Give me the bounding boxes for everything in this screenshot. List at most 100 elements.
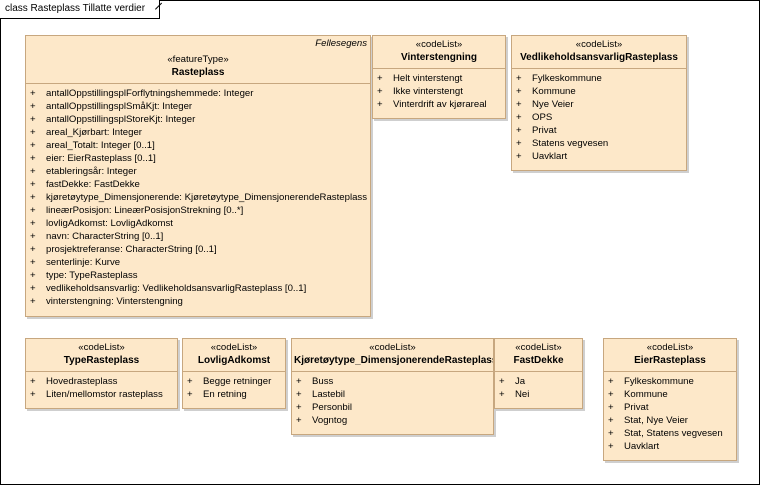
attribute-row: + senterlinje: Kurve: [30, 256, 370, 269]
public-visibility-icon: +: [30, 88, 36, 99]
attribute-row: +kjøretøytype_Dimensjonerende: Kjøretøyt…: [30, 191, 370, 204]
attribute-text: Uavklart: [624, 441, 660, 452]
public-visibility-icon: +: [30, 270, 36, 281]
attribute-text: senterlinje: Kurve: [46, 257, 121, 268]
attribute-text: areal_Kjørbart: Integer: [46, 127, 142, 138]
public-visibility-icon: +: [30, 389, 36, 400]
attribute-text: Stat, Statens vegvesen: [624, 428, 723, 439]
attribute-text: Fylkeskommune: [624, 376, 694, 387]
public-visibility-icon: +: [608, 441, 614, 452]
class-typerasteplass[interactable]: «codeList» TypeRasteplass + Hovedrastepla…: [25, 338, 178, 409]
attribute-row: + lovligAdkomst: LovligAdkomst: [30, 217, 370, 230]
attribute-row: +Fylkeskommune: [516, 72, 686, 85]
attribute-row: +Buss: [296, 375, 493, 388]
stereotype-label: «codeList»: [78, 342, 125, 353]
attribute-row: +Nye Veier: [516, 98, 686, 111]
diagram-title: class Rasteplass Tillatte verdier: [0, 0, 161, 19]
attribute-text: Helt vinterstengt: [393, 73, 463, 84]
attribute-row: +Begge retninger: [187, 375, 285, 388]
public-visibility-icon: +: [30, 257, 36, 268]
attribute-row: + fastDekke: FastDekke: [30, 178, 370, 191]
class-eierrasteplass[interactable]: «codeList» EierRasteplass + Fylkeskommune…: [603, 338, 737, 461]
attribute-row: +Helt vinterstengt: [377, 72, 505, 85]
attribute-text: Privat: [624, 402, 649, 413]
public-visibility-icon: +: [516, 112, 522, 123]
class-header: «codeList» LovligAdkomst: [183, 339, 285, 372]
package-label: Fellesegens: [315, 38, 367, 49]
attribute-row: + Ikke vinterstengt: [377, 85, 505, 98]
attribute-row: +vinterstengning: Vinterstengning: [30, 295, 370, 308]
attribute-list: +Ja+Nei: [495, 372, 582, 401]
attribute-text: Privat: [532, 125, 557, 136]
attribute-row: +etableringsår: Integer: [30, 165, 370, 178]
class-name: VedlikeholdsansvarligRasteplass: [520, 52, 678, 63]
attribute-text: fastDekke: FastDekke: [46, 179, 140, 190]
attribute-text: Personbil: [312, 402, 352, 413]
stereotype-label: «codeList»: [369, 342, 416, 353]
attribute-list: +Helt vinterstengt+Ikke vinterstengt+Vin…: [373, 69, 505, 111]
class-header: «codeList» Kjøretøytype_DimensjonerendeR…: [292, 339, 493, 372]
stereotype-label: «codeList»: [415, 39, 463, 50]
class-header: «codeList» VedlikeholdsansvarligRastepla…: [512, 36, 686, 69]
public-visibility-icon: +: [30, 192, 36, 203]
attribute-row: +Ja: [499, 375, 582, 388]
attribute-text: Buss: [312, 376, 334, 387]
public-visibility-icon: +: [30, 166, 36, 177]
public-visibility-icon: +: [30, 101, 36, 112]
class-name: Kjøretøytype_DimensjonerendeRasteplass: [294, 355, 494, 366]
class-vedlikeholdsansvarlig[interactable]: «codeList» VedlikeholdsansvarligRastepla…: [511, 35, 687, 171]
attribute-text: navn: CharacterString [0..1]: [46, 231, 164, 242]
attribute-text: antallOppstillingsplStoreKjt: Integer: [46, 114, 196, 125]
attribute-row: +type: TypeRasteplass: [30, 269, 370, 282]
class-vinterstengning[interactable]: «codeList» Vinterstengning +Helt vinters…: [372, 35, 506, 119]
public-visibility-icon: +: [608, 428, 614, 439]
class-fastdekke[interactable]: «codeList» FastDekke +Ja+Nei: [494, 338, 583, 409]
attribute-row: +En retning: [187, 388, 285, 401]
attribute-row: + Vinterdrift av kjørareal: [377, 98, 505, 111]
public-visibility-icon: +: [30, 179, 36, 190]
class-lovligadkomst[interactable]: «codeList» LovligAdkomst +Begge retninge…: [182, 338, 286, 409]
attribute-text: lovligAdkomst: LovligAdkomst: [46, 218, 173, 229]
stereotype-label: «codeList»: [646, 342, 694, 353]
public-visibility-icon: +: [608, 389, 614, 400]
attribute-text: lineærPosisjon: LineærPosisjonStrekning …: [46, 205, 244, 216]
public-visibility-icon: +: [516, 125, 522, 136]
public-visibility-icon: +: [30, 127, 36, 138]
class-kjoretoytype[interactable]: «codeList» Kjøretøytype_DimensjonerendeR…: [291, 338, 494, 435]
class-name: TypeRasteplass: [63, 355, 140, 366]
attribute-text: Liten/mellomstor rasteplass: [46, 389, 163, 400]
attribute-row: + Hovedrasteplass: [30, 375, 177, 388]
attribute-text: Hovedrasteplass: [46, 376, 118, 387]
public-visibility-icon: +: [30, 218, 36, 229]
attribute-row: + navn: CharacterString [0..1]: [30, 230, 370, 243]
attribute-row: +eier: EierRasteplass [0..1]: [30, 152, 370, 165]
attribute-text: Vogntog: [312, 415, 348, 426]
class-header: Fellesegens «featureType» Rasteplass: [26, 36, 370, 84]
attribute-text: vinterstengning: Vinterstengning: [46, 296, 183, 307]
attribute-text: Vinterdrift av kjørareal: [393, 99, 487, 110]
attribute-text: Ja: [515, 376, 526, 387]
attribute-text: Ikke vinterstengt: [393, 86, 463, 97]
attribute-row: +areal_Totalt: Integer [0..1]: [30, 139, 370, 152]
class-header: «codeList» FastDekke: [495, 339, 582, 372]
public-visibility-icon: +: [516, 138, 522, 149]
attribute-list: +Fylkeskommune+Kommune+Privat+Stat, Nye …: [604, 372, 736, 453]
class-name: LovligAdkomst: [197, 355, 271, 366]
attribute-text: eier: EierRasteplass [0..1]: [46, 153, 156, 164]
public-visibility-icon: +: [377, 99, 383, 110]
public-visibility-icon: +: [30, 231, 36, 242]
class-header: «codeList» TypeRasteplass: [26, 339, 177, 372]
public-visibility-icon: +: [187, 389, 193, 400]
class-rasteplass[interactable]: Fellesegens «featureType» Rasteplass +an…: [25, 35, 371, 317]
stereotype-label: «codeList»: [210, 342, 258, 353]
public-visibility-icon: +: [30, 376, 36, 387]
attribute-row: +Statens vegvesen: [516, 137, 686, 150]
class-name: EierRasteplass: [634, 355, 706, 366]
public-visibility-icon: +: [30, 114, 36, 125]
public-visibility-icon: +: [30, 140, 36, 151]
attribute-row: +antallOppstillingsplForflytningshemmede…: [30, 87, 370, 100]
class-name: Vinterstengning: [401, 52, 477, 63]
attribute-text: Fylkeskommune: [532, 73, 602, 84]
public-visibility-icon: +: [377, 86, 383, 97]
